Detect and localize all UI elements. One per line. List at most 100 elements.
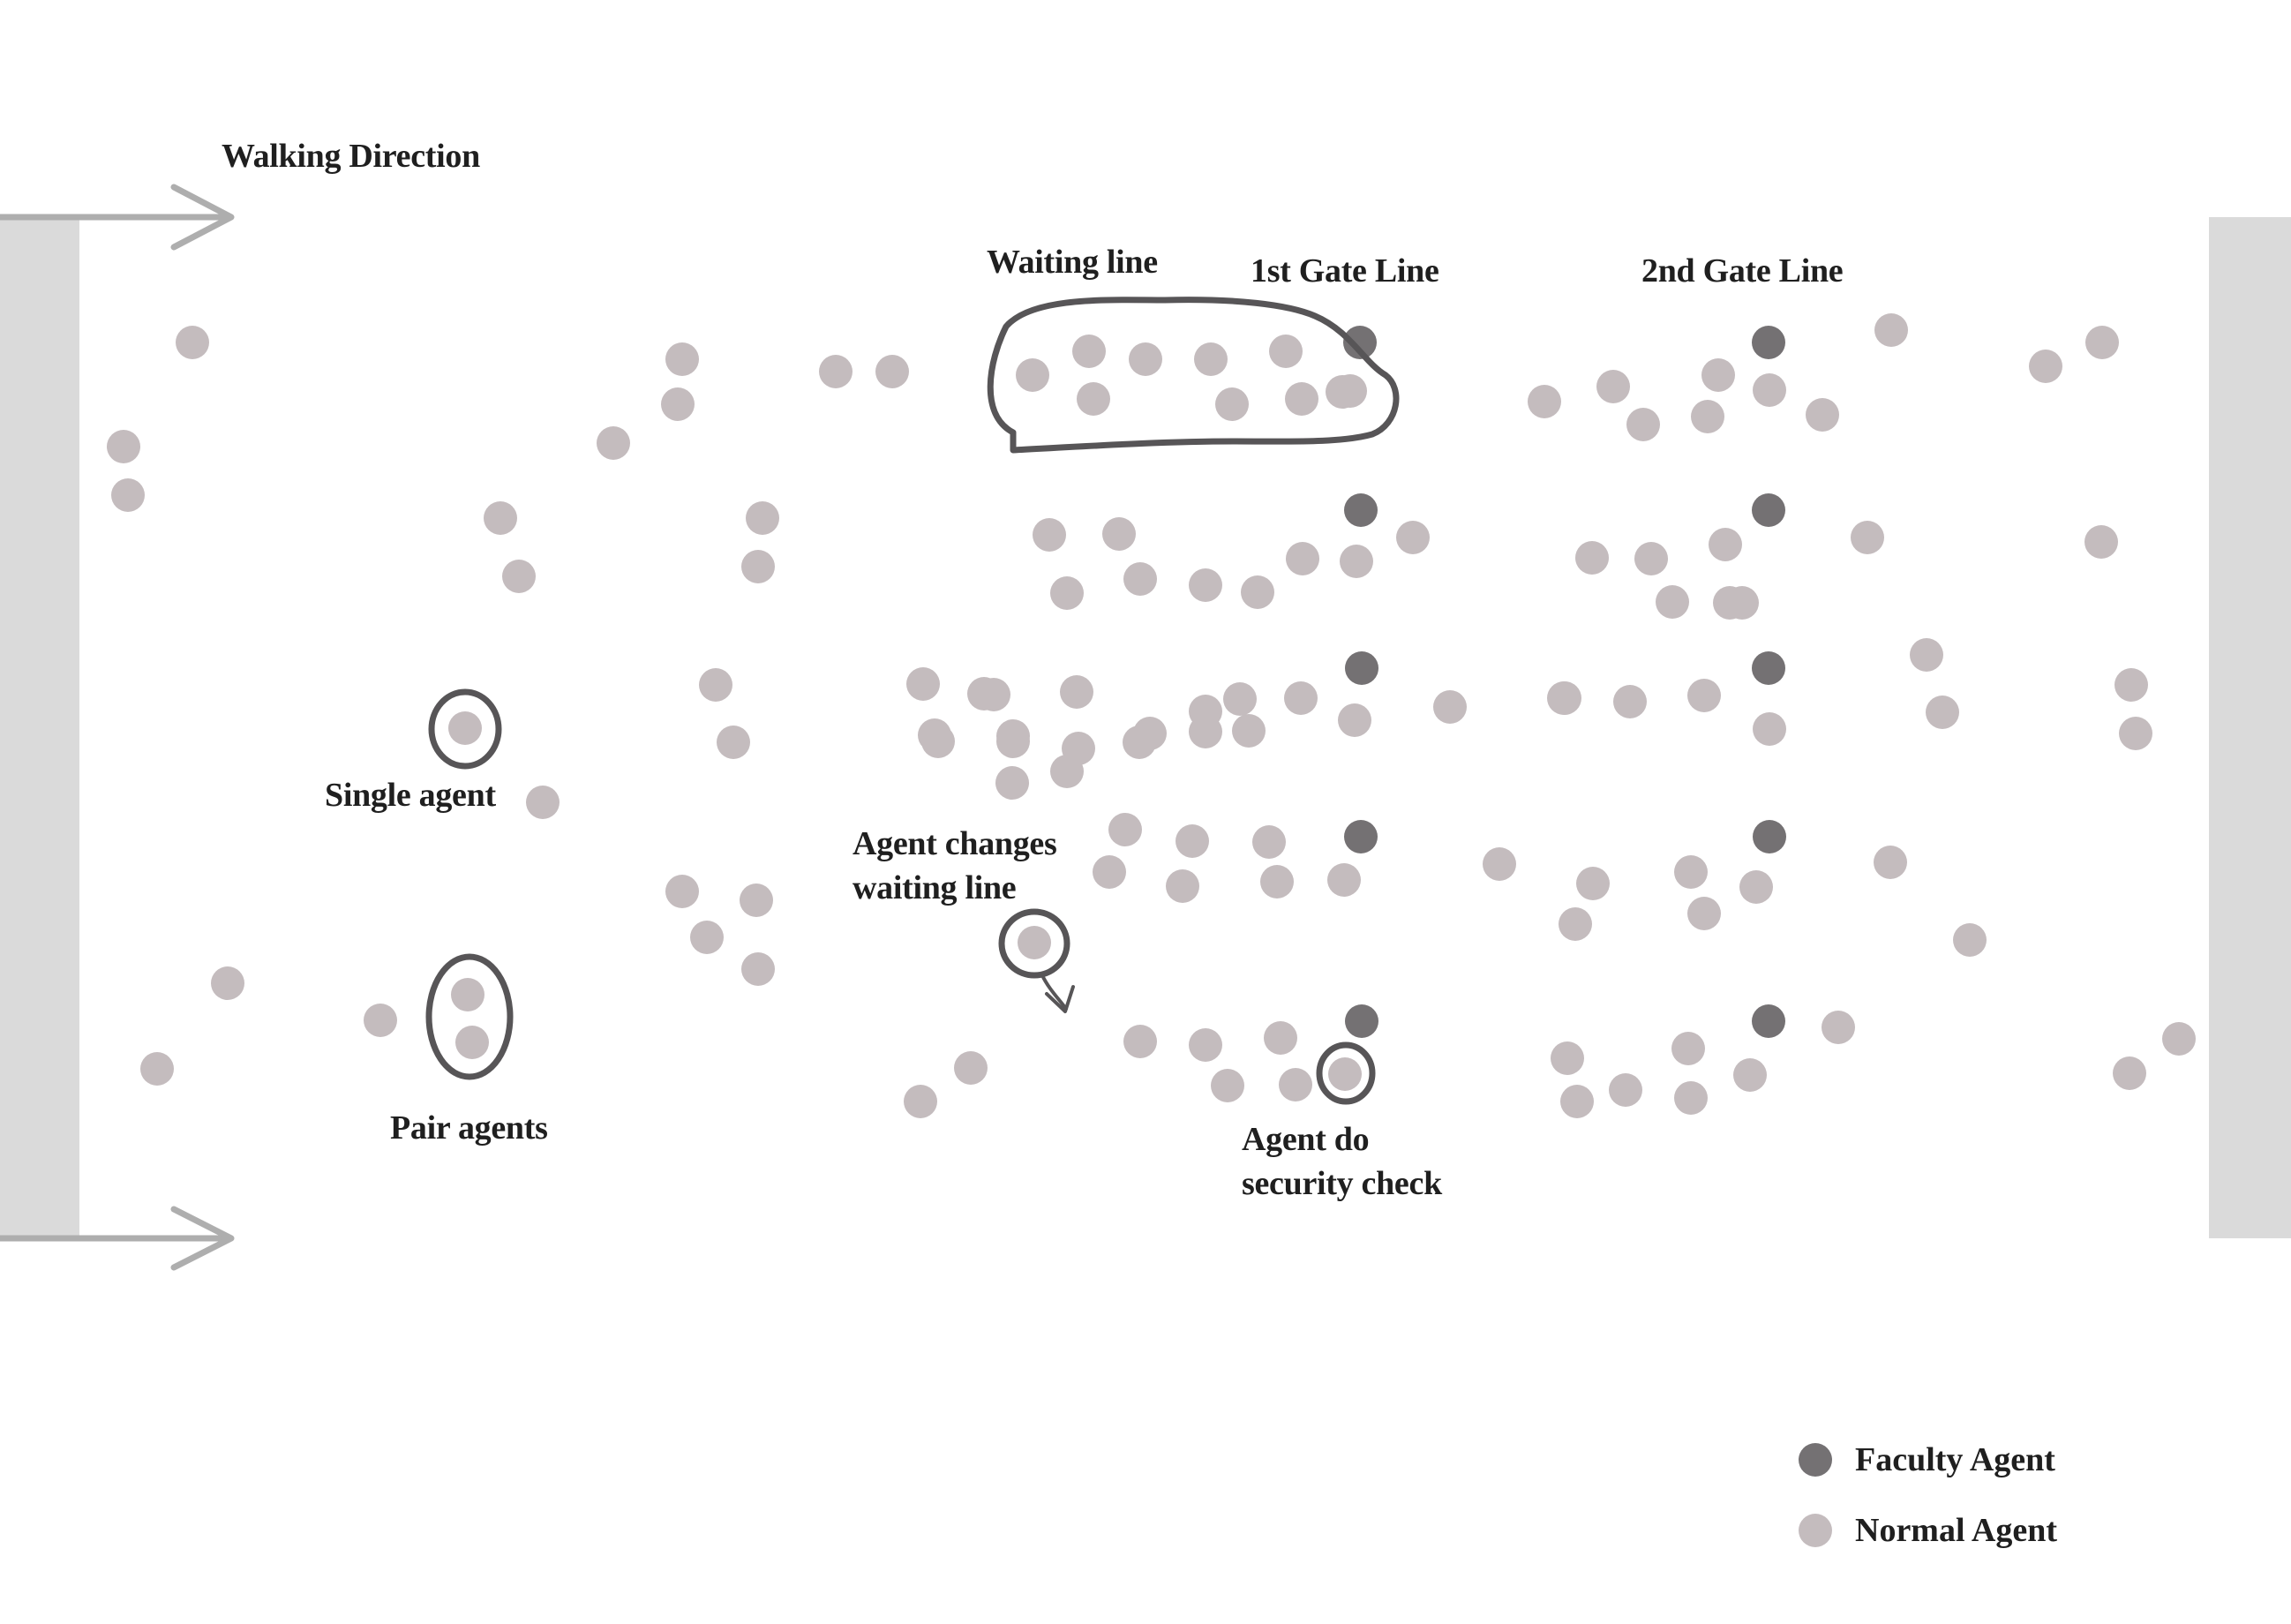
faculty-agent xyxy=(1752,1004,1785,1038)
normal-agent xyxy=(1129,342,1162,376)
normal-agent xyxy=(1725,586,1759,620)
normal-agent xyxy=(1733,1058,1767,1092)
normal-agent xyxy=(1910,638,1943,672)
normal-agent xyxy=(1033,518,1066,552)
normal-agent xyxy=(1166,869,1199,903)
normal-agent xyxy=(1123,1025,1157,1058)
pair-agents-outline xyxy=(425,953,514,1080)
normal-agent xyxy=(741,952,775,986)
normal-agent xyxy=(1252,825,1286,859)
normal-agent xyxy=(1851,521,1884,554)
normal-agent xyxy=(1547,681,1581,715)
normal-agent xyxy=(451,978,484,1011)
normal-agent xyxy=(1671,1032,1705,1065)
normal-agent xyxy=(1634,542,1668,575)
normal-agent xyxy=(1396,521,1430,554)
normal-agent xyxy=(2119,717,2152,750)
normal-agent xyxy=(1874,846,1907,879)
normal-agent xyxy=(1016,358,1049,392)
gate-line-1-label: 1st Gate Line xyxy=(1251,252,1439,289)
normal-agent xyxy=(921,725,955,758)
normal-agent xyxy=(1609,1073,1642,1107)
normal-agent xyxy=(1739,870,1773,904)
normal-agent xyxy=(717,726,750,759)
agent-changes-label-line-2: waiting line xyxy=(853,869,1017,906)
normal-agent xyxy=(140,1052,174,1086)
normal-agent xyxy=(1241,575,1274,609)
normal-agent xyxy=(1674,1081,1708,1115)
normal-agent xyxy=(1284,681,1318,715)
normal-agent xyxy=(1215,387,1249,421)
normal-agent xyxy=(1340,545,1373,578)
normal-agent xyxy=(597,426,630,460)
normal-agent xyxy=(1560,1085,1594,1118)
entrance-wall xyxy=(0,217,79,1239)
faculty-agent xyxy=(1345,651,1378,685)
normal-agent xyxy=(1050,576,1084,610)
faculty-agent xyxy=(1753,820,1786,853)
waiting-line-outline xyxy=(987,297,1400,454)
normal-agent xyxy=(1753,712,1786,746)
normal-agent xyxy=(1596,370,1630,403)
normal-agent xyxy=(176,326,209,359)
normal-agent xyxy=(1874,313,1908,347)
normal-agent xyxy=(2085,326,2119,359)
normal-agent-legend-icon xyxy=(1799,1514,1832,1547)
normal-agent xyxy=(2029,350,2062,383)
security-check-outline xyxy=(1316,1041,1376,1105)
normal-agent xyxy=(1133,717,1167,750)
normal-agent xyxy=(1189,568,1222,602)
agent-changes-label: Agent changes waiting line xyxy=(853,822,1057,910)
normal-agent xyxy=(1674,855,1708,889)
normal-agent xyxy=(1575,541,1609,575)
normal-agent xyxy=(1953,923,1987,957)
normal-agent xyxy=(1687,679,1721,712)
normal-agent xyxy=(1328,1057,1362,1091)
normal-agent xyxy=(967,677,1001,710)
normal-agent xyxy=(996,725,1030,758)
legend-faculty-agent: Faculty Agent xyxy=(1799,1440,2055,1479)
normal-agent xyxy=(1753,373,1786,407)
normal-agent xyxy=(2084,525,2118,559)
waiting-line-label: Waiting line xyxy=(987,244,1158,281)
normal-agent xyxy=(665,342,699,376)
normal-agent xyxy=(2113,1056,2146,1090)
exit-wall xyxy=(2209,217,2291,1238)
normal-agent xyxy=(1060,675,1093,709)
normal-agent xyxy=(1326,375,1359,409)
faculty-agent xyxy=(1343,326,1377,359)
normal-agent xyxy=(1102,517,1136,551)
normal-agent xyxy=(1656,585,1689,619)
single-agent-outline xyxy=(428,688,502,770)
normal-agent xyxy=(1223,682,1257,716)
normal-agent xyxy=(1264,1021,1297,1055)
normal-agent xyxy=(690,921,724,954)
normal-agent xyxy=(526,786,560,819)
faculty-agent xyxy=(1344,493,1378,527)
normal-agent xyxy=(1806,398,1839,432)
security-check-label-line-2: security check xyxy=(1242,1165,1442,1202)
normal-agent xyxy=(1701,358,1735,392)
normal-agent xyxy=(746,501,779,535)
walking-direction-arrow-bottom xyxy=(0,1206,235,1271)
normal-agent xyxy=(107,430,140,463)
normal-agents xyxy=(107,313,2196,1118)
normal-agent xyxy=(111,478,145,512)
security-check-label-line-1: Agent do xyxy=(1242,1121,1370,1158)
normal-agent xyxy=(1108,813,1142,846)
normal-agent xyxy=(1691,400,1724,433)
faculty-agent xyxy=(1752,493,1785,527)
normal-agent xyxy=(954,1051,988,1085)
normal-agent xyxy=(741,550,775,583)
normal-agent xyxy=(1286,542,1319,575)
agent-changes-label-line-1: Agent changes xyxy=(853,825,1057,862)
normal-agent xyxy=(661,387,695,421)
normal-agent xyxy=(1551,1041,1584,1075)
legend-normal-agent: Normal Agent xyxy=(1799,1511,2057,1550)
normal-agent xyxy=(1483,847,1516,881)
normal-agent xyxy=(502,560,536,593)
faculty-agent xyxy=(1344,820,1378,853)
change-line-arrow xyxy=(1040,974,1075,1013)
